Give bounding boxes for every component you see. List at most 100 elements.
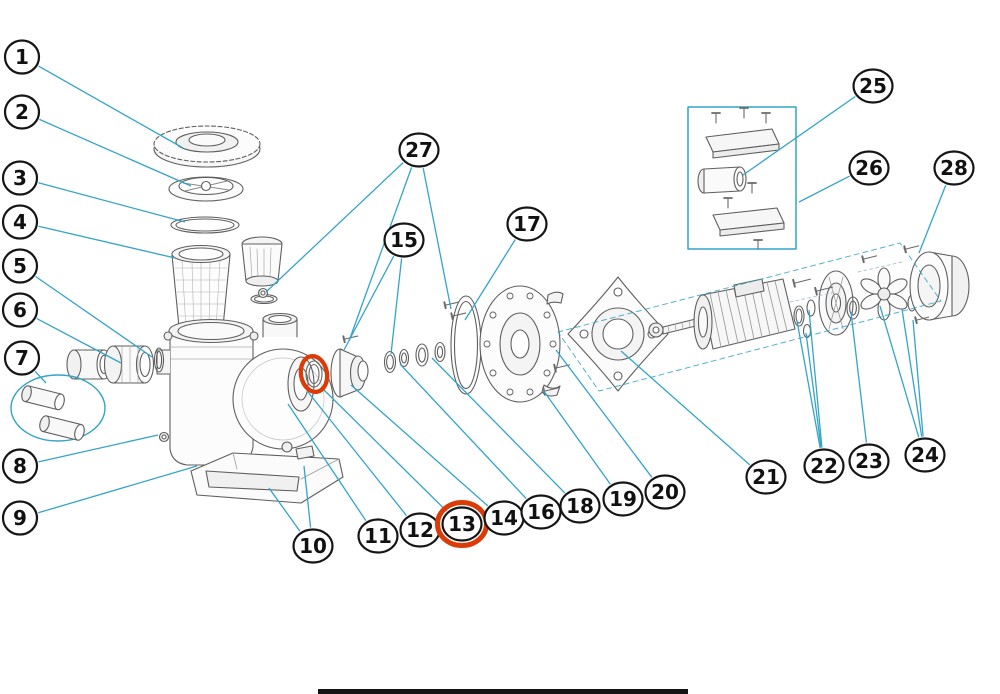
callout-28[interactable]: 28: [933, 150, 975, 186]
callout-label: 21: [752, 465, 780, 489]
callout-label: 19: [609, 487, 637, 511]
callout-circle: [1, 448, 39, 484]
callout-circle: [745, 459, 787, 495]
leader-line-16: [399, 363, 527, 500]
callout-15[interactable]: 15: [383, 222, 425, 258]
pump-housing: [156, 287, 334, 466]
callout-label: 9: [13, 506, 27, 530]
leader-line-10: [303, 465, 312, 528]
callout-18[interactable]: 18: [559, 488, 601, 524]
callout-circle: [644, 474, 686, 510]
leader-line-22: [808, 309, 823, 448]
motor-fan: [860, 267, 917, 321]
callout-9[interactable]: 9: [1, 500, 39, 536]
callout-circle: [852, 68, 894, 104]
callout-5[interactable]: 5: [1, 248, 39, 284]
leader-line-22: [796, 320, 821, 448]
callout-label: 4: [13, 210, 27, 234]
callout-circle: [1, 292, 39, 328]
callout-circle: [506, 206, 548, 242]
callout-22[interactable]: 22: [803, 448, 845, 484]
callout-label: 6: [13, 298, 27, 322]
callout-27[interactable]: 27: [398, 132, 440, 168]
callout-label: 10: [299, 534, 327, 558]
callout-8[interactable]: 8: [1, 448, 39, 484]
callout-21[interactable]: 21: [745, 459, 787, 495]
callout-circle: [803, 448, 845, 484]
callout-label: 11: [364, 524, 392, 548]
leader-line-24: [901, 308, 923, 437]
callout-label: 15: [390, 228, 418, 252]
callout-label: 16: [527, 500, 555, 524]
callout-circle: [3, 94, 41, 130]
callout-circle: [3, 340, 41, 376]
callout-1[interactable]: 1: [3, 39, 41, 75]
housing-gasket: [450, 295, 482, 395]
highlighted-part-marker: [298, 353, 330, 395]
motor-body: [693, 278, 796, 350]
callout-circle: [383, 222, 425, 258]
leader-line-4: [38, 225, 176, 259]
callout-25[interactable]: 25: [852, 68, 894, 104]
callout-circle: [848, 150, 890, 186]
capacitor-kit: [687, 106, 797, 250]
callout-6[interactable]: 6: [1, 292, 39, 328]
callout-circle: [357, 518, 399, 554]
callout-label: 14: [490, 506, 518, 530]
callout-14[interactable]: 14: [483, 500, 525, 536]
leader-line-26: [798, 175, 850, 203]
callout-label: 26: [855, 156, 883, 180]
pipe-adapters: [10, 374, 106, 442]
callout-circle: [904, 437, 946, 473]
callout-label: 27: [405, 138, 433, 162]
callout-circle: [1, 204, 39, 240]
motor-kit-outline: [557, 242, 942, 392]
fan-cover: [909, 251, 970, 321]
leader-line-17: [464, 239, 516, 321]
callout-23[interactable]: 23: [848, 443, 890, 479]
leader-line-24: [912, 319, 924, 437]
callout-10[interactable]: 10: [292, 528, 334, 564]
callout-12[interactable]: 12: [399, 512, 441, 548]
callout-label: 22: [810, 454, 838, 478]
leader-line-9: [38, 465, 198, 514]
leader-line-14: [350, 384, 489, 507]
callout-11[interactable]: 11: [357, 518, 399, 554]
callout-3[interactable]: 3: [1, 160, 39, 196]
bottom-edge-artifact: [318, 689, 688, 694]
callout-13[interactable]: 13: [435, 500, 489, 548]
callout-circle: [441, 506, 483, 542]
leader-line-21: [620, 350, 751, 466]
leader-line-27: [422, 167, 452, 310]
leader-line-7: [34, 370, 47, 384]
callout-label: 8: [13, 454, 27, 478]
lid-cover: [168, 176, 244, 202]
callout-circle: [1, 500, 39, 536]
callout-circle: [1, 248, 39, 284]
leader-line-5: [35, 275, 153, 358]
seal-plate: [479, 285, 564, 403]
callout-label: 24: [911, 443, 939, 467]
callout-16[interactable]: 16: [520, 494, 562, 530]
callout-20[interactable]: 20: [644, 474, 686, 510]
leader-line-25: [742, 95, 856, 176]
callout-label: 5: [13, 254, 27, 278]
callout-24[interactable]: 24: [904, 437, 946, 473]
callout-17[interactable]: 17: [506, 206, 548, 242]
kit-screws: [711, 107, 771, 250]
callout-label: 3: [13, 166, 27, 190]
callout-2[interactable]: 2: [3, 94, 41, 130]
callout-4[interactable]: 4: [1, 204, 39, 240]
callout-26[interactable]: 26: [848, 150, 890, 186]
callout-label: 17: [513, 212, 541, 236]
motor-bracket: [567, 276, 669, 392]
callout-circle: [559, 488, 601, 524]
callout-19[interactable]: 19: [602, 481, 644, 517]
leader-line-18: [431, 357, 566, 494]
callout-7[interactable]: 7: [3, 340, 41, 376]
callout-circle: [602, 481, 644, 517]
leader-line-6: [36, 318, 122, 364]
